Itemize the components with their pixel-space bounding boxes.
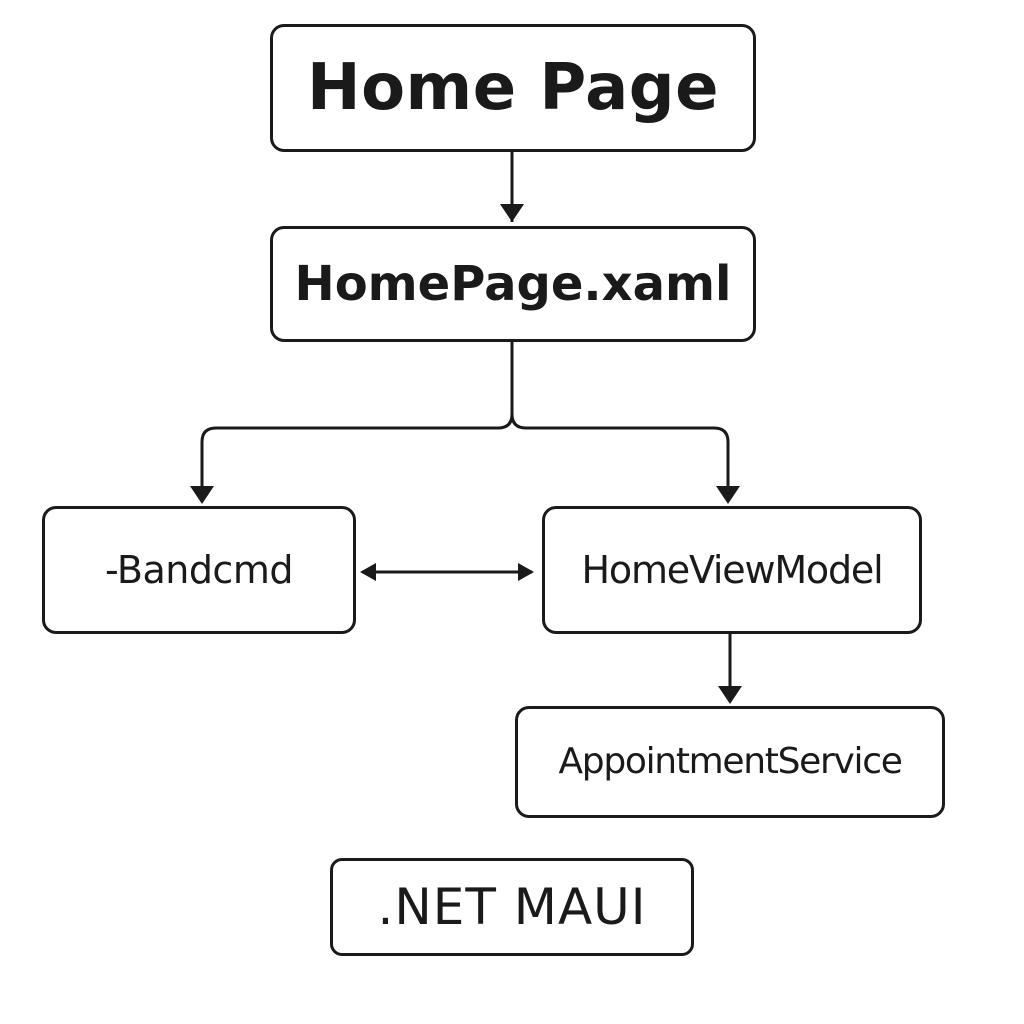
edge-xaml-split-stem [200,342,514,500]
node-net-maui-label: .NET MAUI [377,878,647,936]
node-home-page: Home Page [270,24,756,152]
arrow-head-bandcmd [190,486,214,504]
node-home-page-label: Home Page [307,51,719,125]
node-appointmentservice: AppointmentService [515,706,945,818]
edge-xaml-to-viewmodel [510,413,730,500]
arrow-head-xaml [500,204,524,222]
node-appointmentservice-label: AppointmentService [558,741,902,782]
node-homeviewmodel-label: HomeViewModel [581,548,884,592]
node-net-maui: .NET MAUI [330,858,694,956]
node-homepage-xaml-label: HomePage.xaml [294,256,732,312]
node-homeviewmodel: HomeViewModel [542,506,922,634]
arrow-head-right [518,563,534,581]
node-bandcmd: -Bandcmd [42,506,356,634]
node-bandcmd-label: -Bandcmd [105,548,293,592]
arrow-head-service [718,686,742,704]
node-homepage-xaml: HomePage.xaml [270,226,756,342]
arrow-head-viewmodel [716,486,740,504]
arrow-head-left [360,563,376,581]
